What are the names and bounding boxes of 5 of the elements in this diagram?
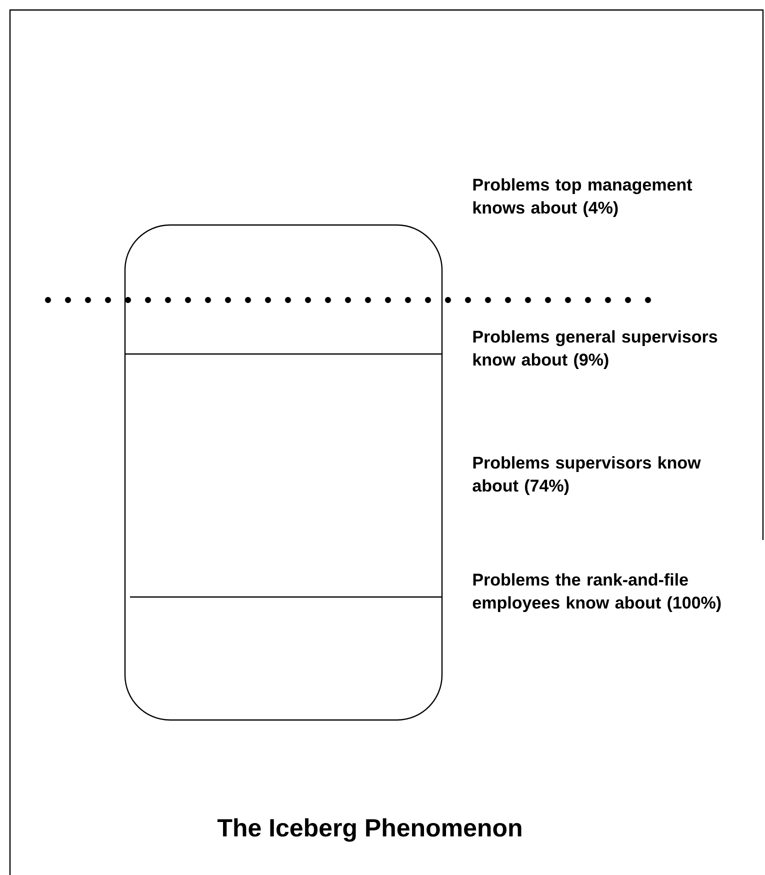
label-text: Problems general supervisors know about (9%) (473, 330, 718, 370)
label-text: Problems top management knows about (4%) (473, 178, 692, 218)
caption: The Iceberg Phenomenon (217, 818, 522, 842)
label-text: Problems supervisors know about (74%) (472, 456, 701, 496)
label-text: Problems the rank-and-file employees know about (100%) (472, 573, 721, 612)
